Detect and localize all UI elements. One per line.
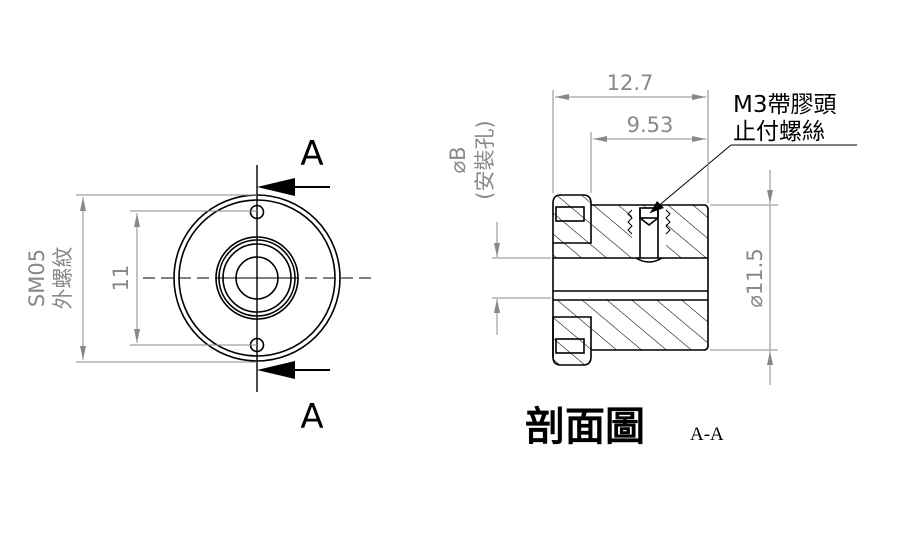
- callout-line1: M3帶膠頭: [733, 92, 836, 118]
- dim-hole-spacing-label: 11: [109, 265, 133, 292]
- dim-body-length-label: 9.53: [627, 113, 674, 137]
- dim-bore-note: (安裝孔): [473, 120, 497, 199]
- section-title: 剖面圖: [525, 404, 645, 450]
- dim-thread-note: 外螺紋: [51, 247, 75, 310]
- callout-line2: 止付螺絲: [733, 119, 825, 145]
- section-title-suffix: A-A: [690, 424, 724, 445]
- flange-bottom: [552, 316, 592, 366]
- arrow-head-top: [257, 178, 295, 196]
- dim-length-label: 12.7: [607, 71, 654, 95]
- dim-thread-label: SM05: [25, 249, 49, 307]
- dim-bore-label: ⌀B: [446, 146, 470, 173]
- section-letter-bottom: A: [300, 397, 323, 437]
- flange-top: [552, 194, 592, 244]
- callout-leader: [649, 144, 732, 214]
- section-view: M3帶膠頭 止付螺絲 12.7 9.53 ⌀11.5 ⌀B (安裝孔) 剖面圖 …: [446, 71, 857, 450]
- arrow-head-bottom: [257, 361, 295, 379]
- section-letter-top: A: [300, 134, 323, 174]
- dim-diameter-label: ⌀11.5: [743, 248, 767, 307]
- front-view: A A SM05 外螺紋 11: [25, 134, 372, 437]
- body-outline: [591, 204, 709, 351]
